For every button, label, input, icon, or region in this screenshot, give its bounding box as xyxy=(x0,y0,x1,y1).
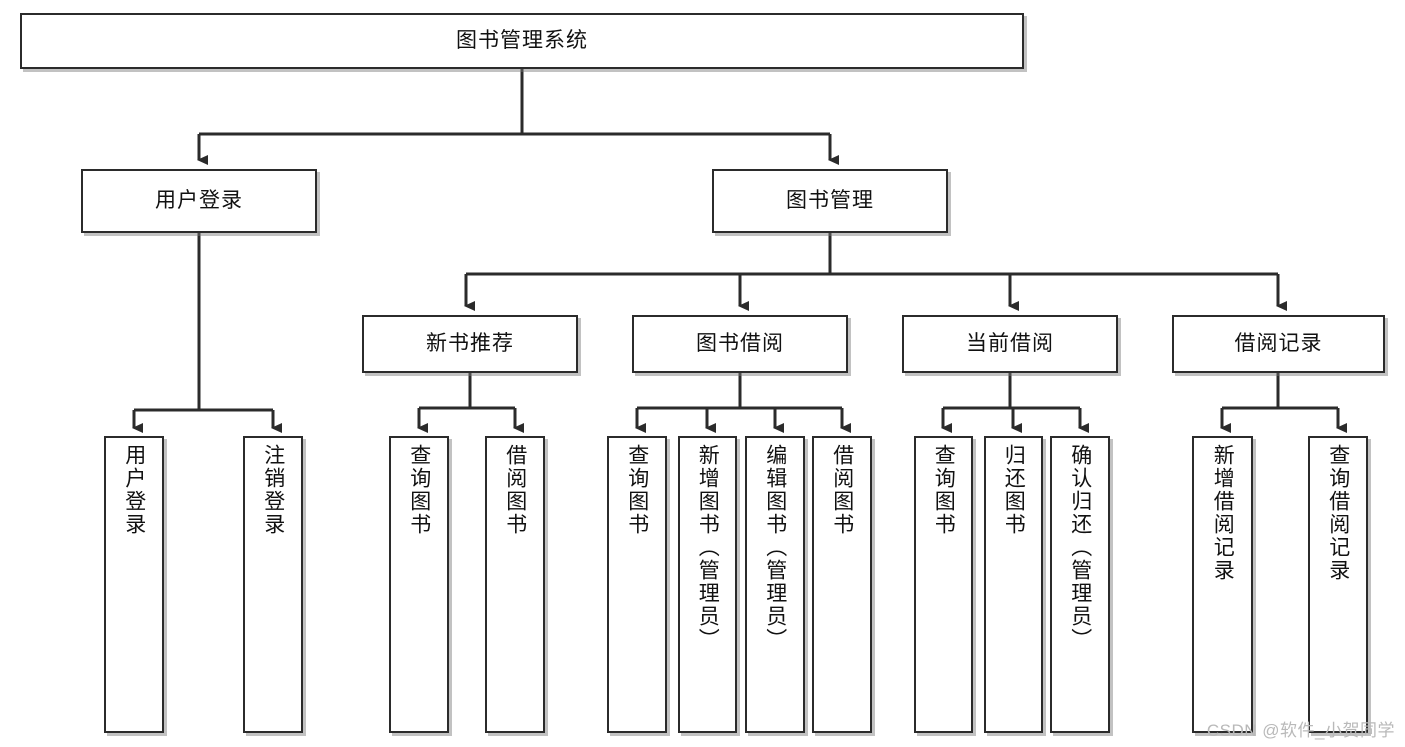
node-label: 确认归还（管理员） xyxy=(1068,444,1092,651)
leaf-return-book[interactable]: 归还图书 xyxy=(984,436,1043,733)
node-book-borrow[interactable]: 图书借阅 xyxy=(632,315,848,373)
leaf-borrow-book-2[interactable]: 借阅图书 xyxy=(812,436,872,733)
node-label: 图书借阅 xyxy=(696,332,784,356)
node-label: 用户登录 xyxy=(122,444,146,536)
node-book-manage[interactable]: 图书管理 xyxy=(712,169,948,233)
node-label: 编辑图书（管理员） xyxy=(763,444,787,651)
leaf-query-book-3[interactable]: 查询图书 xyxy=(914,436,973,733)
node-label: 借阅记录 xyxy=(1234,332,1323,356)
node-label: 借阅图书 xyxy=(503,444,527,536)
node-user-login[interactable]: 用户登录 xyxy=(81,169,317,233)
node-label: 注销登录 xyxy=(261,444,285,536)
node-label: 图书管理 xyxy=(786,189,874,213)
node-label: 归还图书 xyxy=(1002,444,1026,536)
leaf-query-borrow-record[interactable]: 查询借阅记录 xyxy=(1308,436,1368,733)
node-label: 查询图书 xyxy=(932,444,956,536)
node-label: 查询图书 xyxy=(407,444,431,536)
leaf-borrow-book-1[interactable]: 借阅图书 xyxy=(485,436,545,733)
node-label: 查询借阅记录 xyxy=(1326,444,1350,582)
leaf-add-borrow-record[interactable]: 新增借阅记录 xyxy=(1192,436,1253,733)
node-label: 新增借阅记录 xyxy=(1211,444,1235,582)
node-label: 借阅图书 xyxy=(830,444,854,536)
node-label: 图书管理系统 xyxy=(456,29,588,53)
node-label: 当前借阅 xyxy=(966,332,1054,356)
leaf-logout-login[interactable]: 注销登录 xyxy=(243,436,303,733)
node-label: 查询图书 xyxy=(625,444,649,536)
leaf-confirm-return[interactable]: 确认归还（管理员） xyxy=(1050,436,1110,733)
leaf-query-book-1[interactable]: 查询图书 xyxy=(389,436,449,733)
leaf-query-book-2[interactable]: 查询图书 xyxy=(607,436,667,733)
node-new-book-recommend[interactable]: 新书推荐 xyxy=(362,315,578,373)
leaf-edit-book[interactable]: 编辑图书（管理员） xyxy=(745,436,805,733)
watermark: CSDN @软件_小贺同学 xyxy=(1206,721,1395,740)
node-label: 新增图书（管理员） xyxy=(696,444,720,651)
node-label: 用户登录 xyxy=(155,189,243,213)
node-borrow-record[interactable]: 借阅记录 xyxy=(1172,315,1385,373)
node-label: 新书推荐 xyxy=(426,332,514,356)
leaf-user-login[interactable]: 用户登录 xyxy=(104,436,164,733)
leaf-add-book[interactable]: 新增图书（管理员） xyxy=(678,436,737,733)
node-root-system[interactable]: 图书管理系统 xyxy=(20,13,1024,69)
node-current-borrow[interactable]: 当前借阅 xyxy=(902,315,1118,373)
